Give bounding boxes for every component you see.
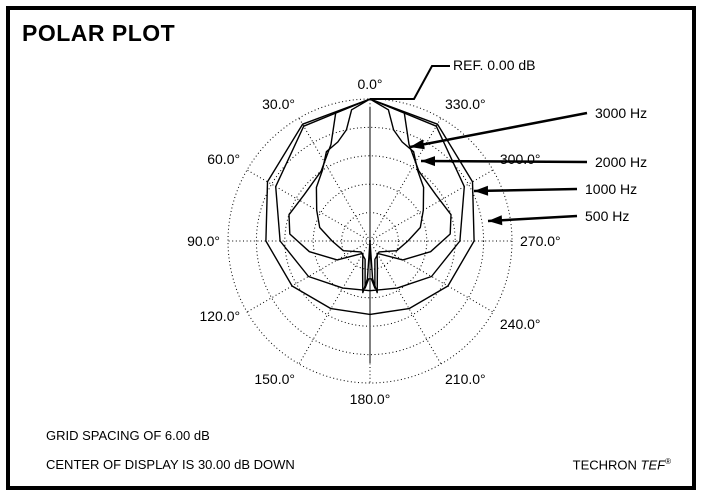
angle-tick-label: 180.0° <box>350 391 391 407</box>
reference-leader <box>370 65 450 100</box>
series-curve <box>288 98 452 294</box>
legend-arrow-head <box>488 215 503 226</box>
legend-arrow-line <box>487 214 578 223</box>
plot-frame <box>6 6 696 490</box>
angle-tick-label: 300.0° <box>500 151 541 167</box>
series-curve <box>315 98 425 289</box>
series-curve <box>275 98 465 292</box>
legend-label: 1000 Hz <box>585 181 637 197</box>
angle-tick-label: 30.0° <box>262 96 295 112</box>
grid-ring <box>255 126 485 356</box>
legend-arrow-head <box>421 156 435 167</box>
brand-logo: TECHRON TEF® <box>573 457 671 472</box>
angle-tick-label: 120.0° <box>199 308 240 324</box>
grid-spacing-note: GRID SPACING OF 6.00 dB <box>46 428 210 443</box>
page-title: POLAR PLOT <box>22 20 176 46</box>
angle-tick-label: 60.0° <box>207 151 240 167</box>
legend-label: 2000 Hz <box>595 154 647 170</box>
legend-label: 500 Hz <box>585 208 629 224</box>
grid-spoke <box>298 117 371 242</box>
angle-tick-label: 270.0° <box>520 233 561 249</box>
angle-tick-label: 150.0° <box>254 371 295 387</box>
angle-tick-label: 240.0° <box>500 316 541 332</box>
legend-arrow-head <box>410 139 425 150</box>
series-curve <box>265 98 475 316</box>
grid-spoke <box>369 117 442 242</box>
angle-tick-label: 210.0° <box>445 371 486 387</box>
legend-arrow-head <box>474 185 489 196</box>
legend-arrow-line <box>473 187 578 193</box>
angle-tick-label: 90.0° <box>187 233 220 249</box>
brand-mark: ® <box>665 457 671 466</box>
legend-label: 3000 Hz <box>595 105 647 121</box>
legend-arrow-line <box>409 111 588 149</box>
center-display-note: CENTER OF DISPLAY IS 30.00 dB DOWN <box>46 457 295 472</box>
grid-spoke <box>369 169 494 242</box>
angle-tick-label: 330.0° <box>445 96 486 112</box>
grid-spoke <box>246 169 371 242</box>
reference-label: REF. 0.00 dB <box>453 57 536 73</box>
grid-ring <box>227 98 513 384</box>
legend-arrow-line <box>420 159 588 164</box>
brand-name: TECHRON <box>572 457 637 473</box>
brand-product: TEF <box>640 457 666 473</box>
angle-tick-label: 0.0° <box>357 76 382 92</box>
